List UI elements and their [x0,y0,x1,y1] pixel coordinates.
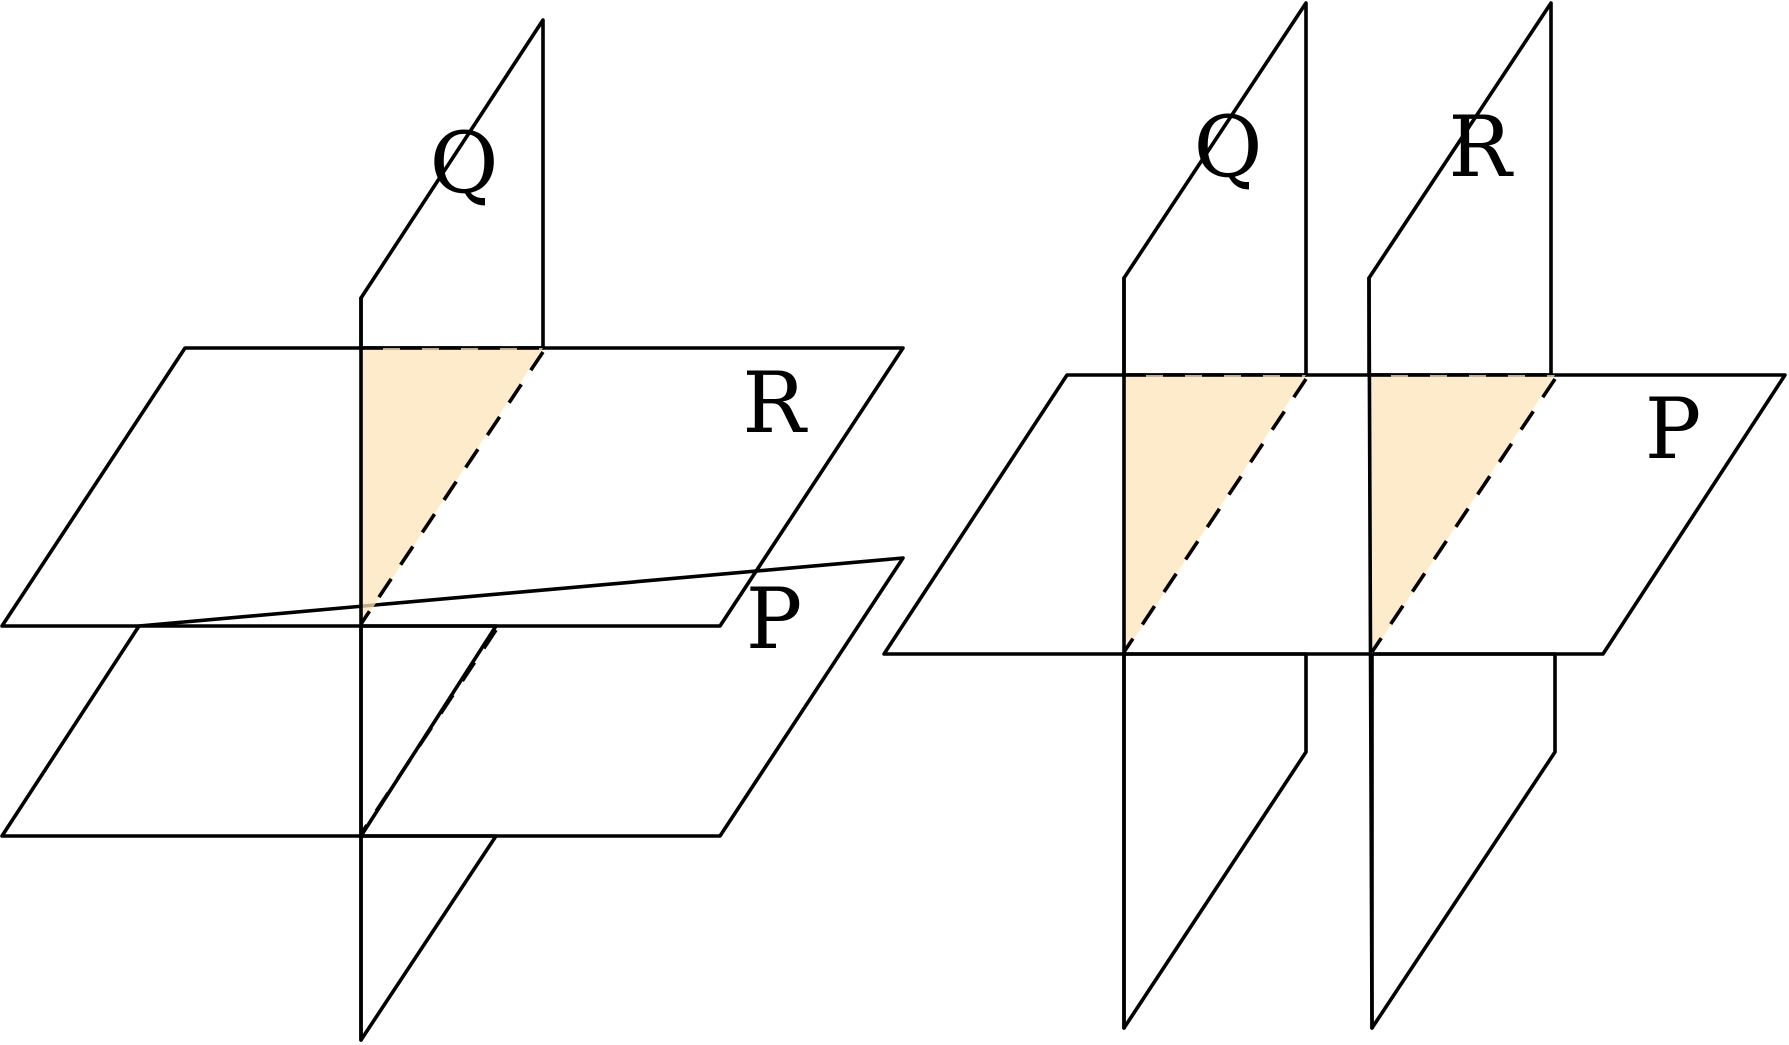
left-plane-q-bottom [359,834,498,1042]
right-label-p: P [1645,380,1702,478]
right-label-r: R [1448,98,1514,196]
left-plane-r [0,346,905,628]
right-r-vertical-edge [1367,276,1374,1030]
left-q-hidden-edge-in-p [359,629,498,835]
right-label-q: Q [1194,98,1263,196]
left-label-q: Q [430,114,499,212]
right-q-hidden-diagonal [1122,378,1308,653]
left-label-r: R [742,354,808,452]
figure-left: Q R P [0,18,905,1042]
left-plane-p [0,556,905,838]
figure-right: Q R P [882,1,1787,1030]
right-r-hidden-diagonal [1370,377,1557,654]
right-plane-r-bottom [1370,652,1557,1030]
left-q-hidden-edge-in-r [359,350,545,626]
left-label-p: P [746,570,803,668]
right-plane-q-bottom [1122,652,1308,1030]
